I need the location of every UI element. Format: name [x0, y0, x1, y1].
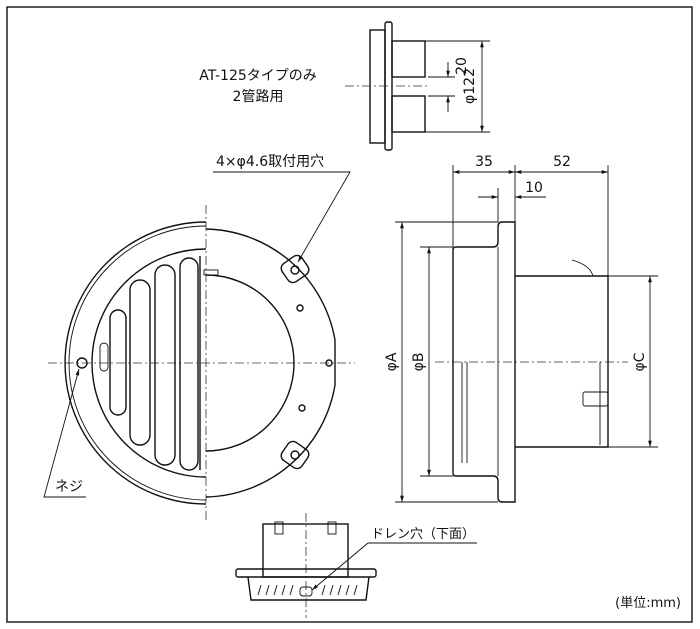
dim-52: 52 [553, 154, 571, 170]
bottom-view [235, 513, 377, 618]
side-view: 35 52 10 φA φB φC [384, 154, 658, 503]
dim-phi-a: φA [384, 352, 400, 371]
dim-phi-c: φC [632, 352, 648, 371]
dim-phi-b: φB [411, 353, 427, 372]
dim-10: 10 [525, 180, 543, 196]
front-view [48, 205, 355, 520]
dim-gap: 20 [454, 57, 470, 75]
note-two-pipe: 2管路用 [233, 89, 284, 105]
note-mount-holes: 4×φ4.6取付用穴 [216, 154, 324, 170]
note-unit: (単位:mm) [615, 595, 681, 611]
screw-head-icon [76, 357, 88, 369]
two-pipe-view: 20 φ122 [345, 21, 490, 151]
note-at125: AT-125タイプのみ [199, 68, 317, 84]
dim-35: 35 [475, 154, 493, 170]
dim-pipe-pair: φ122 [462, 68, 478, 104]
note-screw: ネジ [55, 479, 83, 495]
frame-border [6, 6, 693, 623]
note-drain: ドレン穴（下面） [371, 527, 475, 542]
